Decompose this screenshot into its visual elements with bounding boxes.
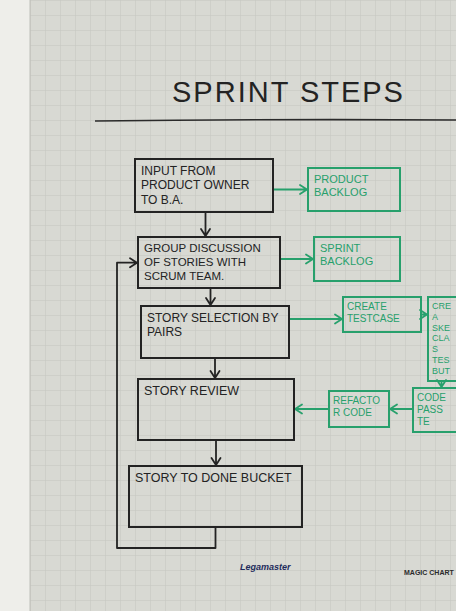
- flow-arrow: [295, 405, 328, 414]
- flow-arrow: [211, 359, 220, 378]
- box-text: STORY SELECTION BY PAIRS: [147, 311, 283, 340]
- flow-arrow: [117, 258, 216, 548]
- process-box: STORY SELECTION BY PAIRS: [140, 305, 290, 359]
- task-box: CREATE TESTCASE: [342, 296, 422, 333]
- flow-arrow: [201, 213, 210, 236]
- process-box: INPUT FROM PRODUCT OWNER TO B.A.: [134, 158, 274, 213]
- box-text: STORY TO DONE BUCKET: [135, 471, 296, 486]
- flow-arrow: [281, 255, 313, 264]
- process-box: GROUP DISCUSSION OF STORIES WITH SCRUM T…: [137, 236, 281, 289]
- task-box: CODE PASS TE: [412, 387, 456, 433]
- box-text: CREA SKE CLAS TES BUT: [432, 301, 454, 377]
- task-box: REFACTOR CODE: [328, 390, 390, 428]
- title: SPRINT STEPS: [172, 76, 405, 109]
- box-text: SPRINT BACKLOG: [320, 242, 394, 268]
- box-text: STORY REVIEW: [144, 384, 288, 399]
- box-text: PRODUCT BACKLOG: [314, 173, 394, 199]
- task-box: PRODUCT BACKLOG: [307, 167, 401, 212]
- flow-arrow: [206, 289, 215, 305]
- box-text: GROUP DISCUSSION OF STORIES WITH SCRUM T…: [144, 242, 274, 283]
- brand-label: MAGIC CHART: [404, 569, 454, 576]
- box-text: INPUT FROM PRODUCT OWNER TO B.A.: [141, 164, 267, 207]
- box-text: REFACTOR CODE: [333, 395, 386, 419]
- box-text: CREATE TESTCASE: [347, 301, 418, 325]
- brand-label: Legamaster: [240, 562, 291, 572]
- flow-arrow: [390, 405, 412, 414]
- task-box: SPRINT BACKLOG: [313, 236, 401, 282]
- board-edge: [30, 0, 31, 611]
- box-text: CODE PASS TE: [417, 392, 454, 428]
- task-box: CREA SKE CLAS TES BUT: [427, 296, 456, 382]
- process-box: STORY REVIEW: [137, 378, 295, 441]
- board-grid: [30, 0, 456, 611]
- process-box: STORY TO DONE BUCKET: [128, 465, 303, 528]
- title-rule: [95, 120, 456, 121]
- flow-arrow: [212, 441, 221, 465]
- board-ground: [30, 0, 456, 611]
- flow-arrow: [274, 185, 307, 194]
- flow-arrow: [290, 315, 342, 324]
